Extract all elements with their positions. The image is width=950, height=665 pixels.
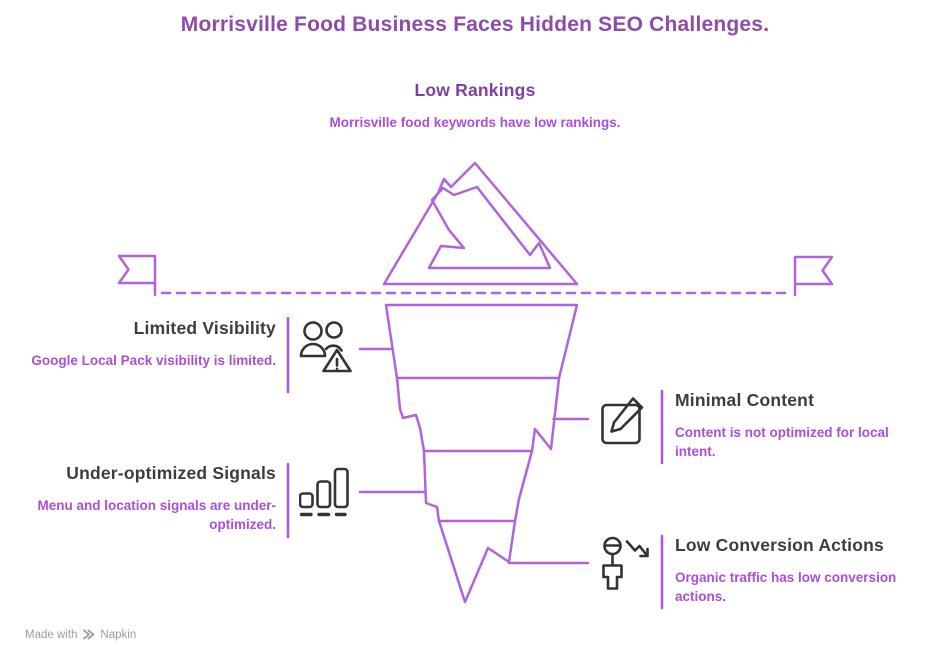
section-heading: Under-optimized Signals [66, 463, 276, 483]
user-decline-icon [602, 536, 649, 590]
section-low-conversion-actions: Low Conversion Actions Organic traffic h… [675, 535, 937, 607]
right-flag-icon [793, 255, 834, 297]
section-low-rankings: Low Rankings Morrisville food keywords h… [300, 80, 650, 133]
made-with-label: Made with [25, 628, 78, 641]
section-minimal-content: Minimal Content Content is not optimized… [675, 390, 931, 462]
napkin-logo-icon [83, 629, 95, 640]
iceberg-funnel-outline [384, 303, 579, 604]
section-heading: Limited Visibility [133, 318, 276, 338]
mountain-inner-outline [427, 185, 552, 270]
users-warning-icon [299, 321, 352, 373]
title-period: . [763, 13, 770, 36]
section-heading: Low Rankings [414, 80, 536, 100]
section-description: Google Local Pack visibility is limited. [31, 353, 276, 368]
section-under-optimized-signals: Under-optimized Signals Menu and locatio… [30, 463, 276, 535]
bar-chart-icon [299, 467, 349, 517]
page-title: Morrisville Food Business Faces Hidden S… [0, 13, 950, 37]
napkin-brand-label: Napkin [100, 628, 137, 641]
section-description: Morrisville food keywords have low ranki… [329, 115, 621, 130]
section-limited-visibility: Limited Visibility Google Local Pack vis… [30, 318, 276, 371]
section-heading: Low Conversion Actions [675, 535, 884, 555]
edit-note-icon [601, 397, 644, 445]
title-text: Morrisville Food Business Faces Hidden S… [180, 13, 764, 36]
section-heading: Minimal Content [675, 390, 815, 410]
section-description: Organic traffic has low conversion actio… [675, 570, 897, 604]
section-description: Menu and location signals are under-opti… [37, 498, 276, 532]
section-description: Content is not optimized for local inten… [675, 425, 889, 459]
left-flag-icon [117, 254, 157, 297]
made-with-napkin-badge: Made with Napkin [25, 628, 136, 641]
